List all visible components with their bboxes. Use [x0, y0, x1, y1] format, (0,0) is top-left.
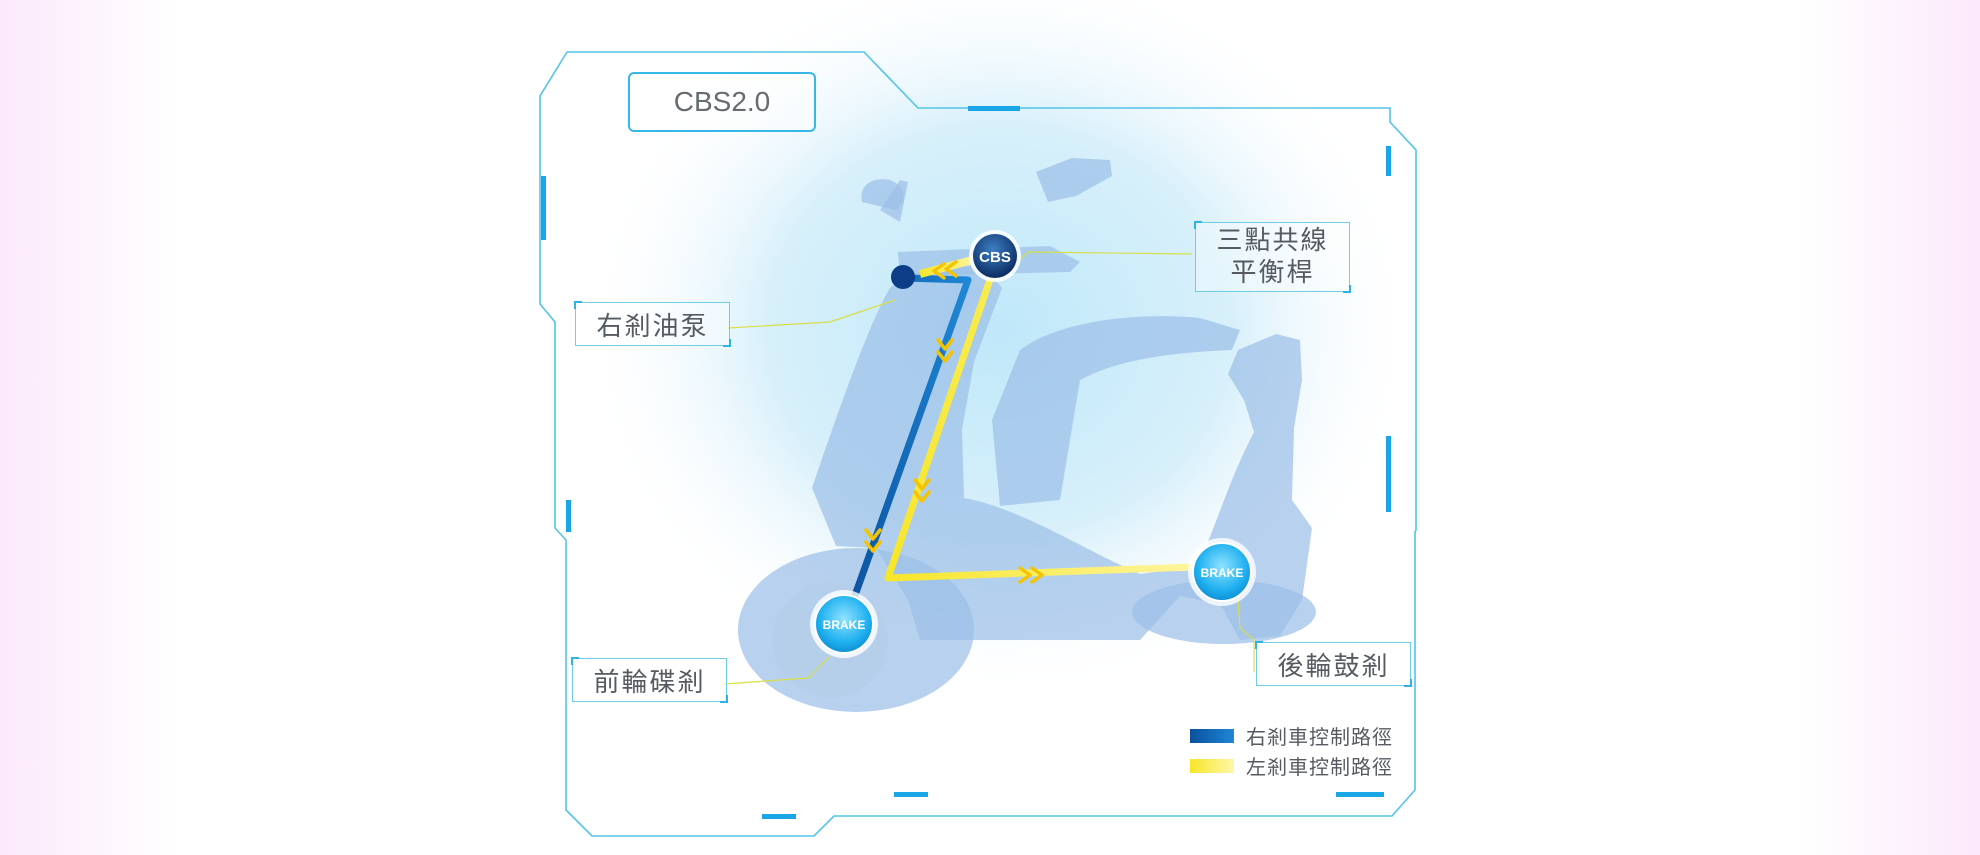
tech-frame [539, 51, 1417, 837]
cbs-node-label: CBS [979, 249, 1011, 266]
rear-brake-label: BRAKE [1201, 566, 1244, 580]
label-balance-bar: 三點共線 平衡桿 [1194, 221, 1351, 293]
label-front-disc: 前輪碟剎 [571, 657, 728, 703]
left-brake-path [884, 254, 1223, 582]
diagram-title: CBS2.0 [628, 72, 816, 132]
background-glow [580, 0, 1420, 700]
leader-lines [723, 251, 1255, 685]
right-pump-node [891, 265, 915, 289]
cbs-node: CBS [969, 230, 1021, 282]
flow-arrows [864, 260, 1044, 584]
legend-row-right-path: 右剎車控制路徑 [1190, 721, 1393, 750]
frame-accents [541, 106, 1391, 819]
legend-swatch-right [1190, 728, 1234, 743]
legend-label-left: 左剎車控制路徑 [1246, 755, 1393, 779]
label-right-pump: 右剎油泵 [574, 301, 731, 347]
legend-label-right: 右剎車控制路徑 [1246, 725, 1393, 749]
front-brake-node: BRAKE [810, 590, 878, 658]
front-brake-label: BRAKE [823, 618, 866, 632]
rear-brake-node: BRAKE [1188, 538, 1256, 606]
legend-row-left-path: 左剎車控制路徑 [1190, 751, 1393, 780]
right-brake-path [840, 274, 972, 628]
label-rear-drum: 後輪鼓剎 [1255, 641, 1412, 687]
legend-swatch-left [1190, 758, 1234, 773]
